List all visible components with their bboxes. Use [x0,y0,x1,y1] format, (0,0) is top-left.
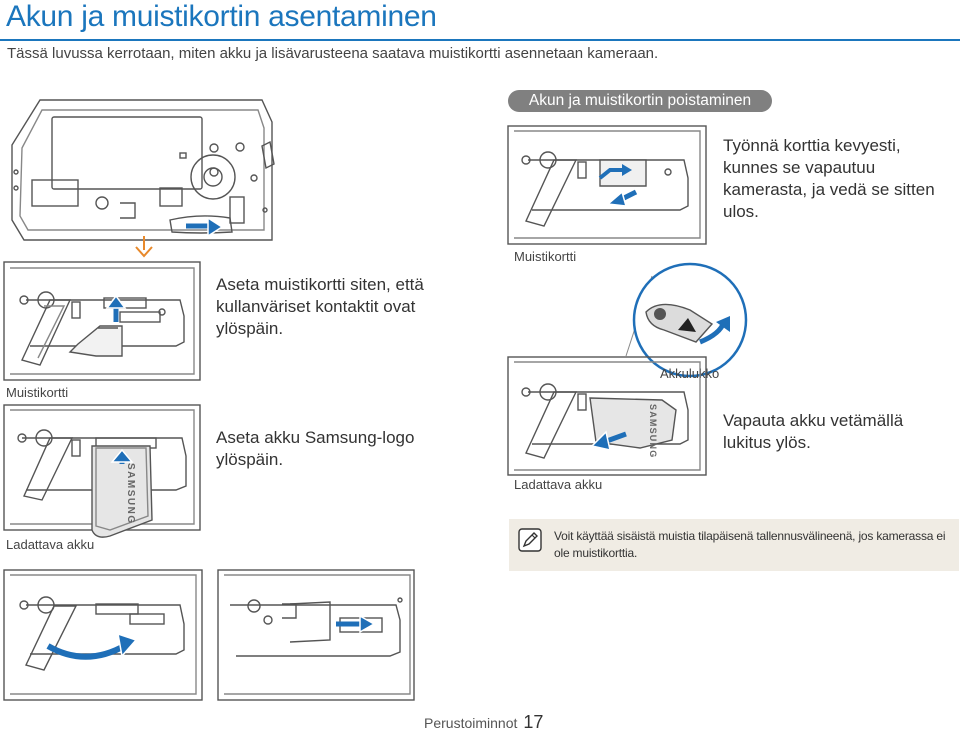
title-rule [0,39,960,41]
install-card-step: Aseta muistikortti siten, että kullanvär… [216,275,424,338]
install-battery-step: Aseta akku Samsung-logo ylöspäin. [216,428,415,469]
remove-card-label: Muistikortti [514,249,577,264]
note-box [509,519,959,571]
removal-heading: Akun ja muistikortin poistaminen [508,90,772,112]
remove-battery-step: Vapauta akku vetämällä lukitus ylös. [723,411,904,452]
page-number: 17 [523,712,544,732]
page-title: Akun ja muistikortin asentaminen [6,0,437,33]
note-pencil-icon [518,528,542,552]
battery-lock-label: Akkulukko [660,366,720,381]
next-step-arrow-icon [135,236,153,258]
page-footer: Perustoiminnot 17 [424,712,543,733]
lock-up-icon [678,318,696,332]
footer-section: Perustoiminnot [424,715,518,731]
remove-battery-label: Ladattava akku [514,477,603,492]
install-battery-brand: SAMSUNG [125,463,136,525]
remove-card-step: Työnnä korttia kevyesti, kunnes se vapau… [723,136,935,221]
install-card-label: Muistikortti [6,385,69,400]
note-text: Voit käyttää sisäistä muistia tilapäisen… [554,529,946,560]
page-subtitle: Tässä luvussa kerrotaan, miten akku ja l… [7,45,659,62]
install-battery-label: Ladattava akku [6,537,95,552]
svg-text:SAMSUNG: SAMSUNG [648,404,658,458]
close-door-arrow [46,642,128,660]
